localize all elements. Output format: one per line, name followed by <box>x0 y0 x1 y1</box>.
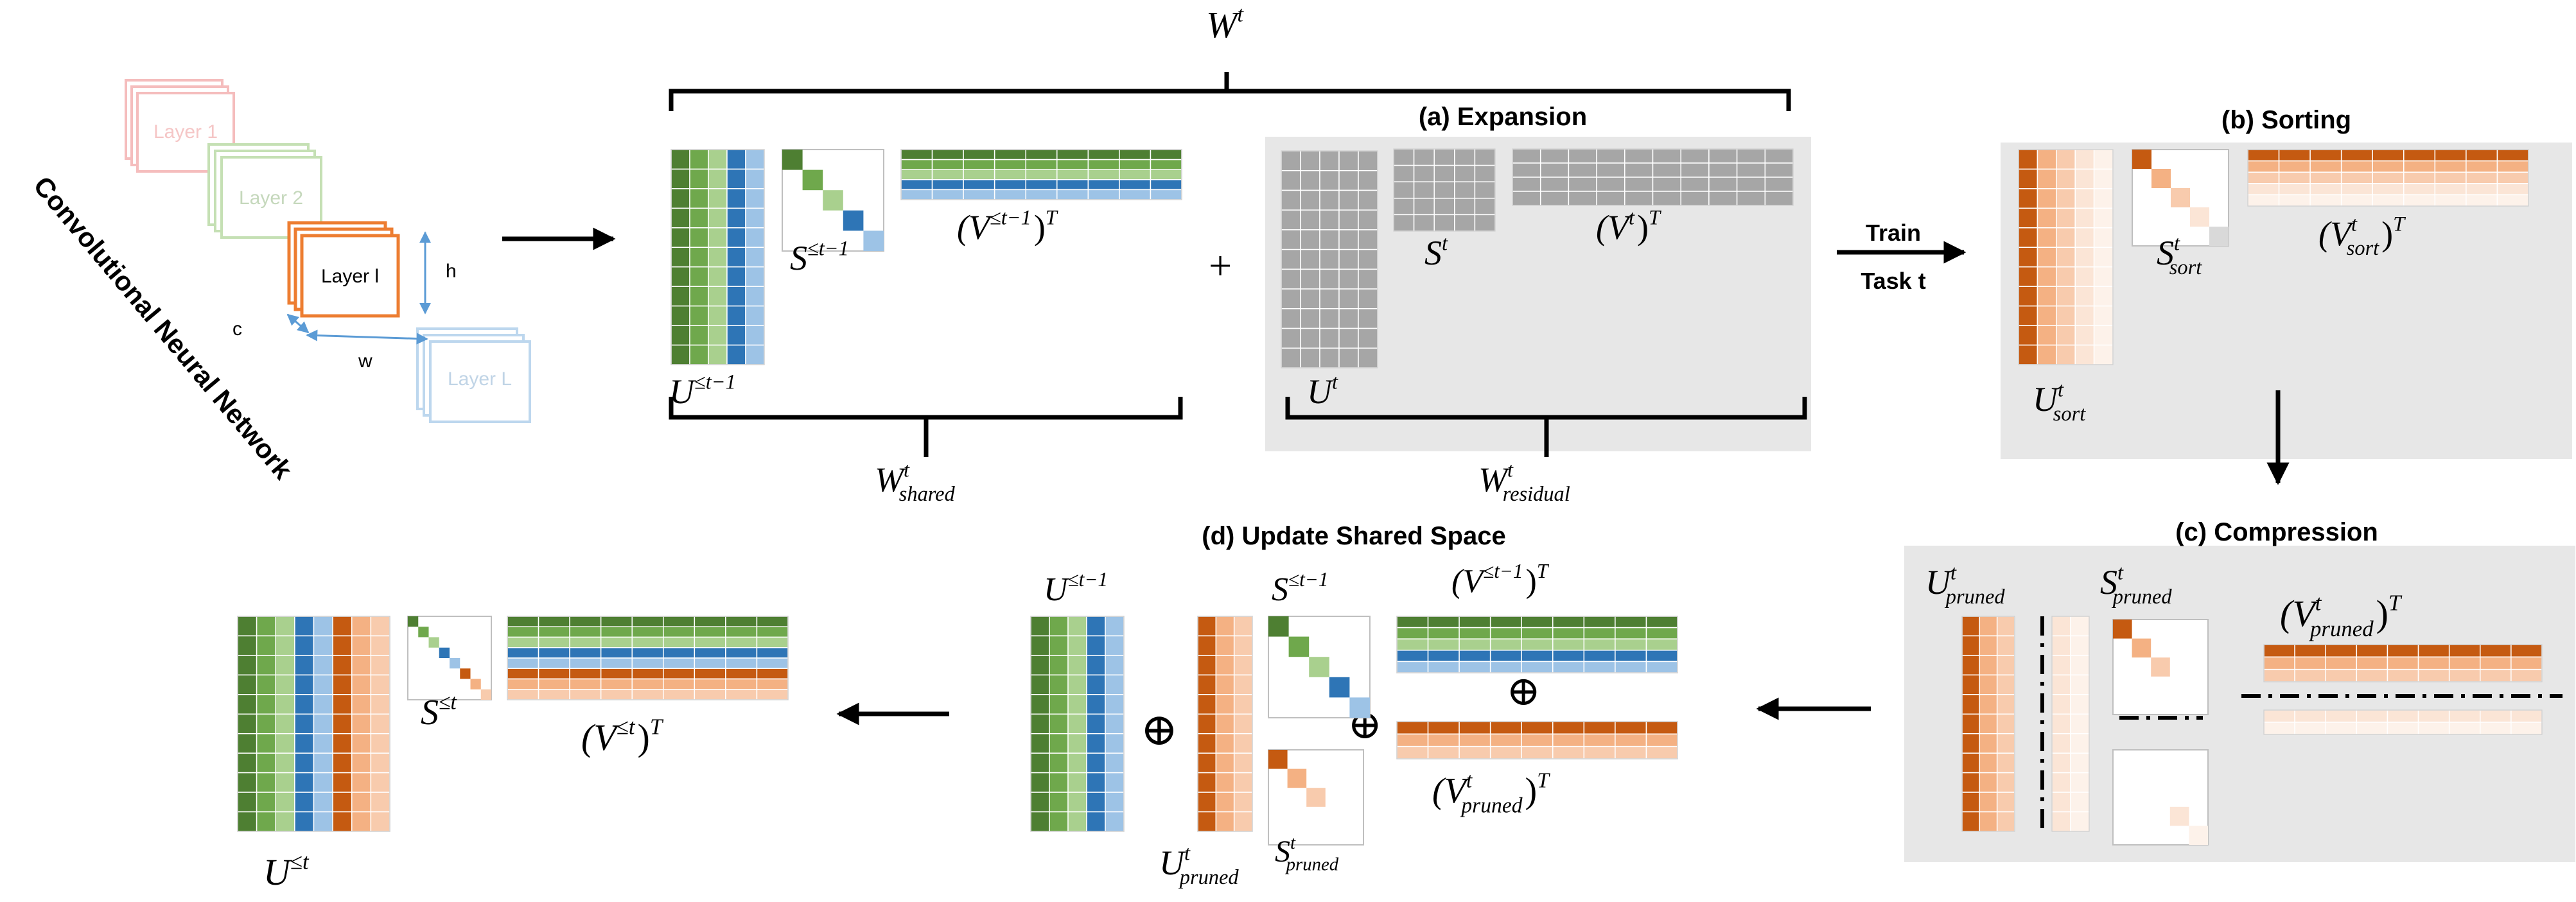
width-arrow <box>306 329 428 345</box>
layer-L: Layer L <box>416 327 531 423</box>
dim-h: h <box>446 261 457 282</box>
v-result-matrix <box>507 616 789 700</box>
dim-w: w <box>358 351 372 372</box>
u-pruned-residual <box>2051 616 2090 832</box>
v-result-label: (V≤t)T <box>581 715 664 758</box>
oplus-u: ⊕ <box>1141 706 1178 755</box>
upd-u-prev-label: U≤t−1 <box>1044 568 1108 608</box>
train-label: Train <box>1866 220 1921 246</box>
brace-residual <box>1285 397 1807 457</box>
u-prev-matrix <box>670 149 765 365</box>
u-pruned-matrix <box>1961 616 2015 832</box>
layer-l: Layer l <box>287 221 400 318</box>
channel-arrow <box>286 313 310 334</box>
upd-s-prev-label: S≤t−1 <box>1272 568 1328 608</box>
u-prev-label: U≤t−1 <box>669 370 736 411</box>
brace-shared <box>669 397 1183 457</box>
v-t-label: (Vt)T <box>1596 206 1661 247</box>
s-prev-matrix <box>782 149 884 252</box>
sorting-title: (b) Sorting <box>2221 106 2351 134</box>
layer-2-label: Layer 2 <box>239 187 303 209</box>
wt-label: Wt <box>1206 2 1244 46</box>
upd-s-pruned-matrix <box>1268 749 1364 846</box>
upd-v-prev-matrix <box>1396 616 1678 673</box>
u-t-label: Ut <box>1307 370 1338 411</box>
u-t-matrix <box>1281 150 1378 369</box>
dim-c: c <box>232 318 242 340</box>
layer-1-label: Layer 1 <box>153 121 218 143</box>
v-pruned-matrix <box>2263 644 2543 682</box>
task-label: Task t <box>1861 268 1925 294</box>
s-pruned-residual <box>2112 749 2209 846</box>
s-t-matrix <box>1393 148 1496 232</box>
u-result-matrix <box>237 616 390 832</box>
s-result-matrix <box>407 616 492 700</box>
compression-title: (c) Compression <box>2175 518 2378 546</box>
upd-v-prev-label: (V≤t−1)T <box>1451 560 1550 600</box>
upd-u-pruned-matrix <box>1197 616 1253 832</box>
layer-L-label: Layer L <box>448 369 512 390</box>
s-pruned-matrix <box>2112 619 2209 715</box>
v-pruned-residual <box>2263 709 2543 735</box>
upd-u-prev-matrix <box>1030 616 1125 832</box>
v-t-matrix <box>1512 148 1794 206</box>
layer-l-label: Layer l <box>321 266 379 287</box>
compression-panel <box>1904 546 2575 862</box>
v-prev-matrix <box>900 149 1182 200</box>
plus-sign: + <box>1209 243 1232 288</box>
expansion-title: (a) Expansion <box>1419 103 1587 131</box>
matrices <box>237 148 2543 846</box>
s-sort-matrix <box>2132 149 2229 247</box>
upd-v-pruned-matrix <box>1396 721 1678 759</box>
upd-s-prev-matrix <box>1268 616 1371 718</box>
v-sort-matrix <box>2247 149 2529 207</box>
s-result-label: S≤t <box>421 690 457 733</box>
u-result-label: U≤t <box>263 849 310 893</box>
layer-1: Layer 1 <box>125 79 235 173</box>
u-sort-matrix <box>2018 149 2114 365</box>
cnn-illustration: Layer 1 Layer 2 Layer l Layer L h c w <box>28 79 531 485</box>
update-title: (d) Update Shared Space <box>1202 522 1505 550</box>
s-t-label: St <box>1424 232 1448 272</box>
oplus-v: ⊕ <box>1506 668 1541 714</box>
brace-wt <box>669 72 1791 111</box>
s-prev-label: S≤t−1 <box>790 237 849 277</box>
v-prev-label: (V≤t−1)T <box>957 206 1058 247</box>
